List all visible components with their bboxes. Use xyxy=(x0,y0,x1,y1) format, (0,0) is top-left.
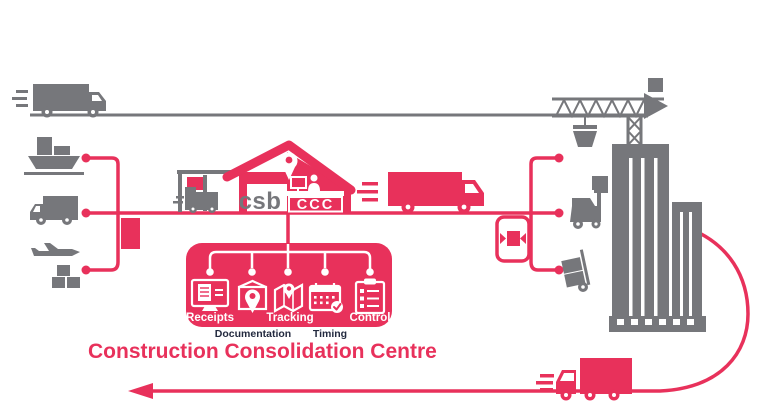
map-pin-icon xyxy=(273,283,304,313)
panel-label-receipts: Receipts xyxy=(186,312,234,324)
delivery-van-icon xyxy=(30,196,78,225)
package-pin-icon xyxy=(237,279,268,313)
ccc-sign xyxy=(288,196,343,213)
tower-crane-icon xyxy=(552,78,668,146)
skip-crate-icon xyxy=(573,125,597,147)
panel-label-documentation: Documentation xyxy=(215,328,291,340)
delivery-truck-icon xyxy=(12,84,106,118)
diagram-title: Construction Consolidation Centre xyxy=(88,340,437,363)
ccc-building: csb CCC xyxy=(222,140,356,215)
site-forklift-icon xyxy=(570,176,608,229)
consolidated-load-block xyxy=(121,218,140,249)
consolidate-boxes-icon xyxy=(495,215,531,263)
return-arrowhead xyxy=(128,383,153,399)
reception-desk-icon xyxy=(287,174,344,196)
panel-label-tracking: Tracking xyxy=(266,312,313,324)
clipboard-checklist-icon xyxy=(354,278,386,315)
air-freight-icon xyxy=(31,243,80,288)
location-pin-icon xyxy=(280,152,298,180)
ccc-label: CCC xyxy=(297,197,334,213)
calendar-check-icon xyxy=(308,283,343,313)
lorry-left-icon xyxy=(536,358,632,401)
receipt-monitor-icon xyxy=(190,278,230,311)
services-panel: Receipts Tracking Control xyxy=(186,243,392,327)
return-route-line xyxy=(150,226,750,393)
panel-label-control: Control xyxy=(350,312,391,324)
express-van-icon xyxy=(357,172,484,214)
cargo-ship-icon xyxy=(24,137,84,175)
panel-label-timing: Timing xyxy=(313,328,347,340)
roof xyxy=(222,140,356,195)
hand-truck-icon xyxy=(561,249,591,292)
buildings-icon xyxy=(609,144,706,332)
dock-canopy xyxy=(177,170,238,212)
distribution-tree xyxy=(529,153,564,275)
forklift-loading-icon xyxy=(173,175,218,213)
collection-tree xyxy=(81,153,140,275)
csb-label: csb xyxy=(239,188,282,215)
